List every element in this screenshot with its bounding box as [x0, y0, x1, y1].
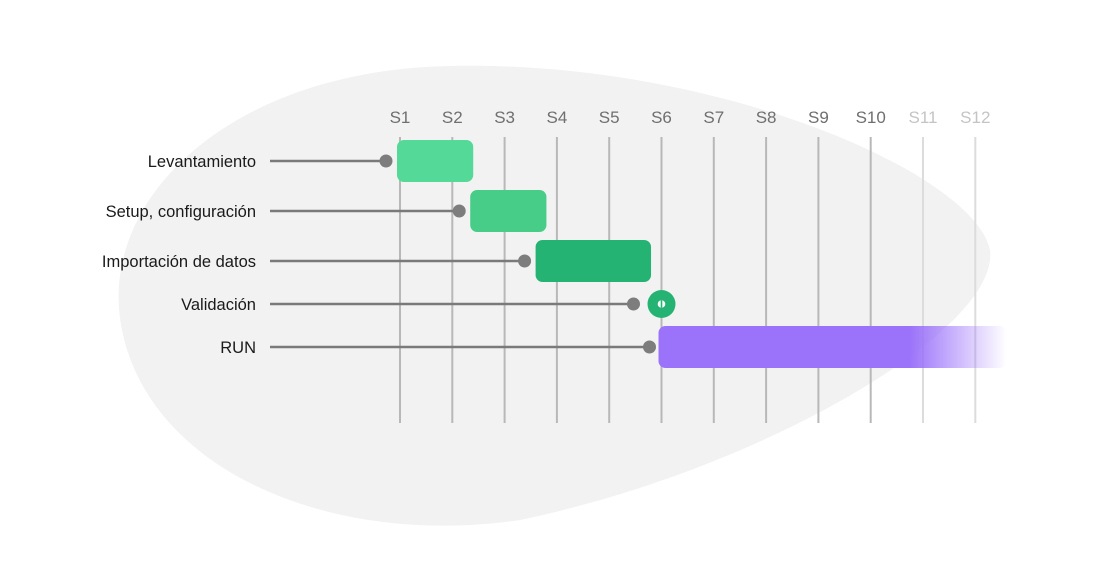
week-label-6: S6 [651, 108, 672, 127]
week-label-2: S2 [442, 108, 463, 127]
task-label: Setup, configuración [106, 203, 256, 221]
task-label: RUN [220, 339, 256, 357]
task-row: Setup, configuración [106, 190, 547, 232]
task-start-dot [452, 204, 466, 218]
week-label-8: S8 [756, 108, 777, 127]
week-label-5: S5 [599, 108, 620, 127]
task-label: Levantamiento [148, 153, 256, 171]
milestone-divider [660, 300, 663, 308]
task-row: RUN [220, 326, 1007, 368]
week-label-1: S1 [390, 108, 411, 127]
week-label-11: S11 [909, 108, 938, 127]
week-label-10: S10 [856, 108, 886, 127]
task-bar [397, 140, 474, 182]
task-bar [470, 190, 547, 232]
task-row: Importación de datos [102, 240, 652, 282]
background-blob [118, 65, 991, 526]
task-start-dot [643, 340, 656, 354]
task-start-dot [379, 154, 393, 168]
task-label: Validación [181, 296, 256, 314]
task-start-dot [627, 297, 640, 311]
week-header: S1 S2 S3 S4 S5 S6 S7 S8 S9 S10 S11 S12 [390, 108, 991, 127]
week-label-4: S4 [547, 108, 568, 127]
task-start-dot [518, 254, 532, 268]
task-row: Validación [181, 290, 676, 318]
week-label-9: S9 [808, 108, 829, 127]
week-label-3: S3 [494, 108, 515, 127]
task-bar [535, 240, 652, 282]
run-bar [658, 326, 1007, 368]
week-label-7: S7 [703, 108, 724, 127]
task-label: Importación de datos [102, 253, 256, 271]
week-label-12: S12 [960, 108, 990, 127]
task-row: Levantamiento [148, 140, 474, 182]
